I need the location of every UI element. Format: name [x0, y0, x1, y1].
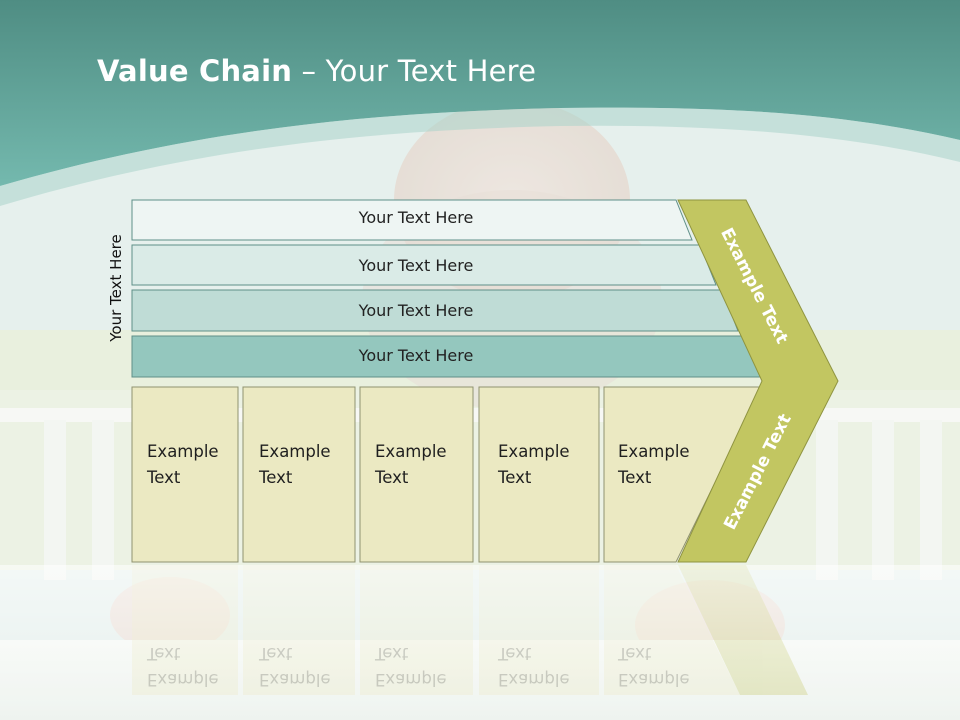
box-2-reflection: Example Text [259, 640, 331, 692]
side-label: Your Text Here [107, 234, 125, 342]
bar-3-label: Your Text Here [358, 301, 474, 320]
chevron-shape [677, 199, 839, 563]
box-4-reflection-line2: Text [498, 644, 532, 663]
box-3-reflection: Example Text [375, 640, 447, 692]
box-2-reflection-line2: Text [259, 644, 293, 663]
box-2-shape [242, 386, 356, 563]
box-3-reflection-line1: Example [375, 670, 447, 689]
box-3-line2: Text [375, 468, 409, 487]
box-1-reflection-line2: Text [147, 644, 181, 663]
box-4-reflection: Example Text [498, 640, 570, 692]
box-1-shape [131, 386, 239, 563]
slide-title: Value Chain – Your Text Here [97, 54, 536, 88]
bar-1-shape [131, 199, 693, 241]
box-4-line2: Text [498, 468, 532, 487]
title-bold: Value Chain [97, 54, 293, 88]
box-1-reflection-line1: Example [147, 670, 219, 689]
box-1-line2: Text [147, 468, 181, 487]
box-5-shape [603, 386, 763, 563]
box-4-shape [478, 386, 600, 563]
bar-2-shape [131, 244, 717, 286]
box-2-line1: Example [259, 442, 331, 461]
box-1-reflection: Example Text [147, 640, 219, 692]
box-5-reflection: Example Text [618, 640, 690, 692]
box-1-line1: Example [147, 442, 219, 461]
bar-4-label: Your Text Here [358, 346, 474, 365]
box-2-line2: Text [259, 468, 293, 487]
box-2-reflection-line1: Example [259, 670, 331, 689]
box-5-line1: Example [618, 442, 690, 461]
bar-1-label: Your Text Here [358, 208, 474, 227]
box-3-shape [359, 386, 474, 563]
title-rest: – Your Text Here [292, 54, 537, 88]
box-5-reflection-line2: Text [618, 644, 652, 663]
box-4-reflection-line1: Example [498, 670, 570, 689]
box-3-line1: Example [375, 442, 447, 461]
box-5-line2: Text [618, 468, 652, 487]
box-5-reflection-line1: Example [618, 670, 690, 689]
box-4-line1: Example [498, 442, 570, 461]
bar-3-shape [131, 289, 739, 332]
bar-2-label: Your Text Here [358, 256, 474, 275]
box-3-reflection-line2: Text [375, 644, 409, 663]
